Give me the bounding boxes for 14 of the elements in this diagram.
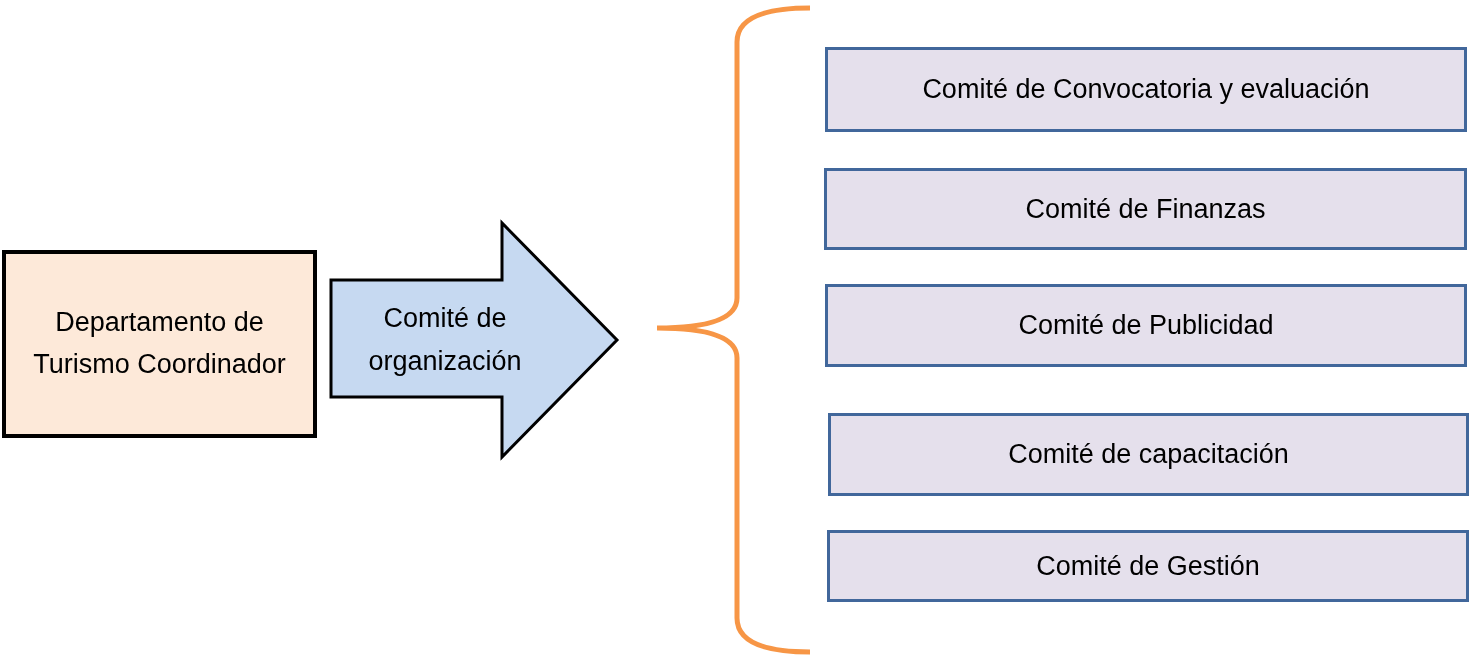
- node-label: Comité de capacitación: [1008, 438, 1289, 471]
- block-arrow: [329, 220, 621, 460]
- committee-box: [827, 530, 1469, 602]
- node-label: Comité de Finanzas: [1025, 192, 1266, 226]
- node-label: Comité de Convocatoria y evaluación: [922, 73, 1370, 106]
- node-label: Comité de Publicidad: [1018, 309, 1274, 342]
- committee-box: [828, 413, 1469, 496]
- node-label: Comité de organización: [367, 301, 523, 378]
- committee-box: [824, 168, 1467, 250]
- node-label: Departamento de Turismo Coordinador: [32, 306, 287, 381]
- committee-box: [825, 284, 1467, 367]
- department-box: [2, 250, 317, 438]
- committee-box: [825, 47, 1467, 132]
- node-label: Comité de Gestión: [1036, 549, 1260, 583]
